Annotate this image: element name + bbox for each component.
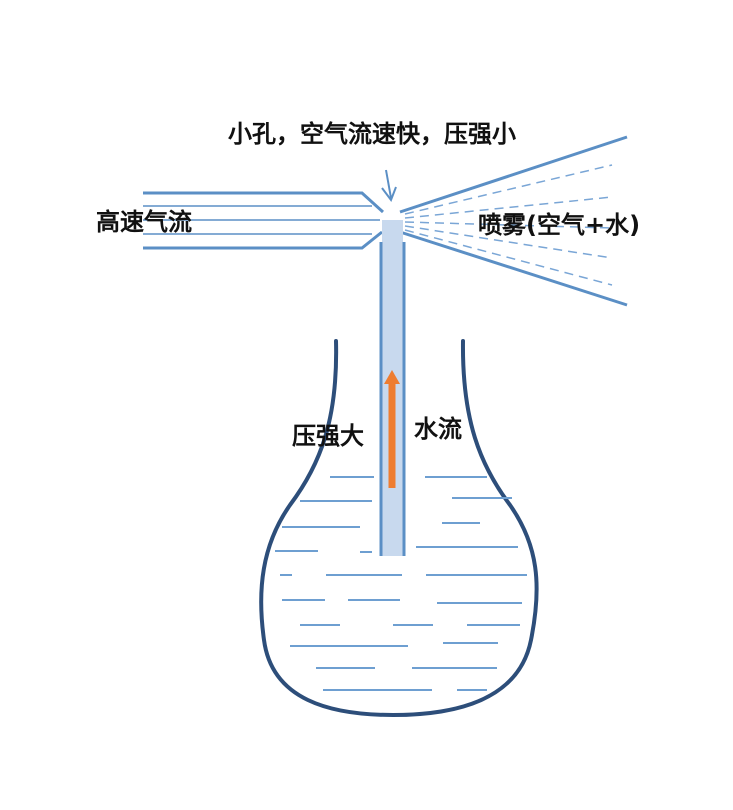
air-flow-lines: [143, 205, 380, 235]
spray-dash: [404, 196, 613, 219]
spray-cone: [399, 135, 628, 307]
air-pipe-bottom-wall: [143, 230, 383, 250]
air-pipe-top-wall: [143, 191, 385, 214]
spray-lower-edge: [399, 230, 628, 307]
water-flow-arrow: [384, 370, 400, 488]
label-spray: 喷雾(空气+水): [478, 211, 640, 239]
label-high-speed-air: 高速气流: [96, 208, 192, 236]
label-pressure-high: 压强大: [292, 422, 364, 450]
label-small-hole: 小孔，空气流速快，压强小: [228, 120, 516, 148]
spray-dashes: [404, 164, 613, 286]
hole-pointer-arrow: [381, 169, 397, 203]
flask-outline: [259, 339, 539, 718]
spray-dash: [404, 225, 613, 259]
water-lines: [275, 476, 527, 691]
spray-dash: [404, 164, 613, 215]
label-water-flow: 水流: [414, 415, 462, 443]
spray-upper-edge: [399, 135, 628, 214]
air-pipe: [143, 191, 385, 250]
spray-dash: [404, 221, 613, 229]
spray-dash: [404, 229, 613, 286]
